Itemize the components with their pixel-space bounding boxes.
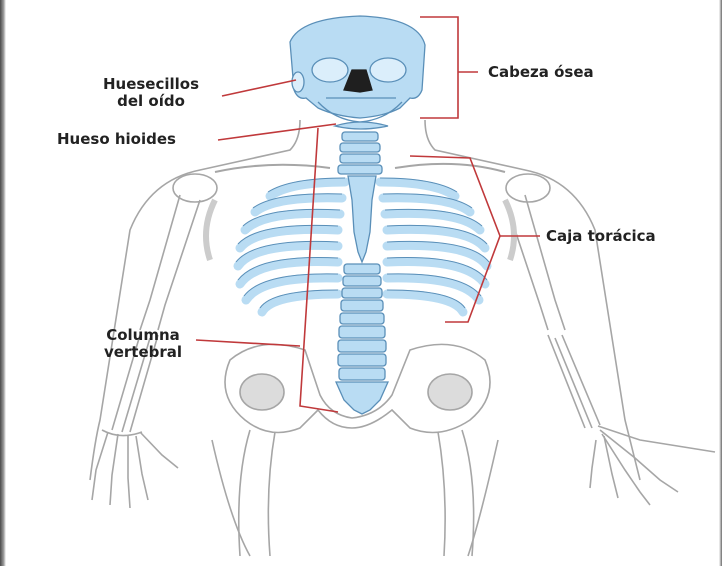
left-femur xyxy=(239,430,275,556)
left-orbit xyxy=(312,58,348,82)
left-clavicle xyxy=(215,165,330,172)
hyoid-bone xyxy=(335,122,388,129)
right-orbit xyxy=(370,58,406,82)
ear-ossicles-label: Huesecillos del oído xyxy=(84,76,218,110)
spinal-column xyxy=(338,264,386,380)
ribs-left xyxy=(238,182,345,312)
hyoid-label: Hueso hioides xyxy=(57,131,176,148)
sternum xyxy=(348,176,376,262)
spine-label-line2: vertebral xyxy=(90,344,196,361)
spine-label-line1: Columna xyxy=(90,327,196,344)
sacrum xyxy=(336,382,388,414)
left-humerus xyxy=(140,195,200,330)
right-hand xyxy=(590,426,715,505)
ossicles-leader xyxy=(222,80,296,96)
right-shoulder-joint xyxy=(506,174,550,202)
skull-label: Cabeza ósea xyxy=(488,64,594,81)
cervical-vertebrae xyxy=(338,132,382,174)
ribs-right xyxy=(380,182,487,312)
rib-cage-label: Caja torácica xyxy=(546,228,656,245)
ear-ossicles-label-line2: del oído xyxy=(84,93,218,110)
ear-ossicles-label-line1: Huesecillos xyxy=(84,76,218,93)
right-radius xyxy=(548,335,600,428)
right-clavicle xyxy=(395,164,505,172)
axial-skeleton xyxy=(236,16,489,414)
skull-bracket xyxy=(420,17,458,118)
ear-ossicles xyxy=(292,72,304,92)
right-femur xyxy=(438,430,474,556)
right-ulna xyxy=(555,338,592,428)
spine-bracket xyxy=(300,128,338,412)
spine-label: Columna vertebral xyxy=(90,327,196,361)
left-hand xyxy=(92,430,178,508)
